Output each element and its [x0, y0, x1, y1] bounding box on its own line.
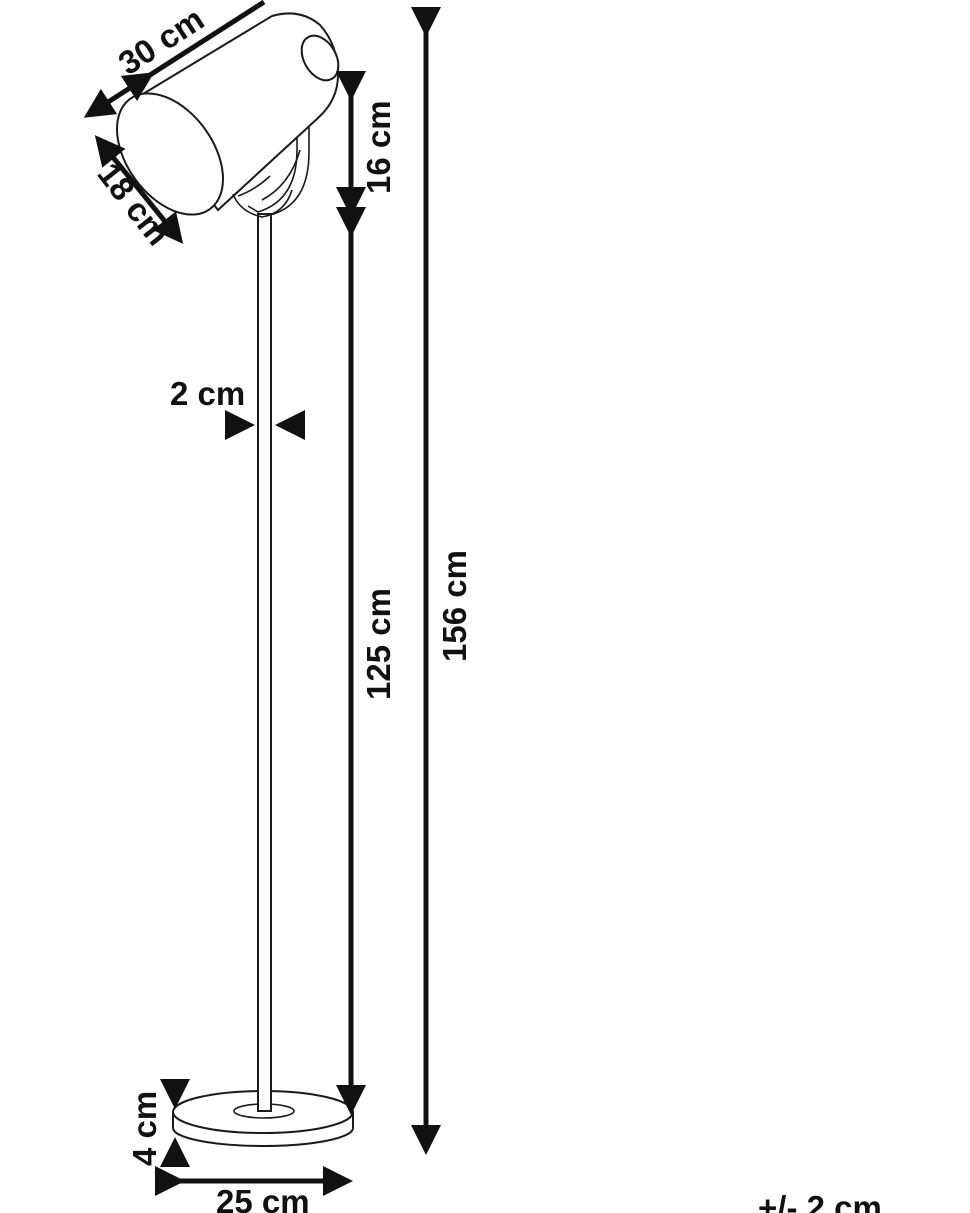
pole-height-label: 125 cm	[360, 588, 397, 700]
base-height-label: 4 cm	[126, 1091, 163, 1166]
floor-lamp-drawing	[116, 12, 354, 1147]
pole-thickness-label: 2 cm	[170, 375, 245, 412]
total-height-label: 156 cm	[436, 550, 473, 662]
dimension-lines	[83, 0, 441, 1196]
shade-length-dimension-line-start	[83, 72, 152, 118]
base-diameter-label: 25 cm	[216, 1183, 310, 1213]
shade-diameter-dimension-line	[110, 154, 184, 244]
lamp-pole	[257, 213, 272, 1112]
head-height-label: 16 cm	[360, 100, 397, 194]
shade-diameter-dimension-line-start	[94, 135, 126, 168]
tolerance-label: +/- 2 cm	[758, 1189, 882, 1213]
lamp-shade	[116, 12, 340, 218]
shade-length-dimension-line	[120, 0, 266, 102]
